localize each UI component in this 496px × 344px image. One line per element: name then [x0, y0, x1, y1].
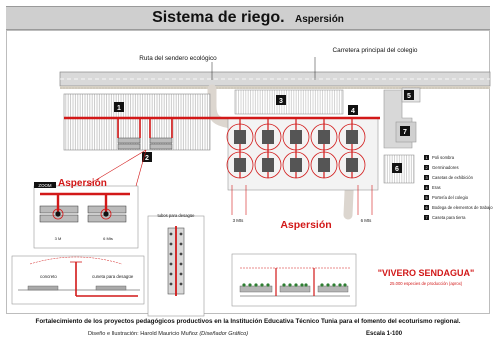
legend-item-text: Eras [432, 185, 441, 190]
page-title: Sistema de riego. [152, 9, 285, 26]
section-detail: concreto cuneta para desagüe [11, 255, 145, 305]
sprinkler-dimensions: 3 Mts 6 Mts [231, 185, 373, 223]
title-bar: Sistema de riego. Aspersión [6, 6, 490, 30]
legend-num: 5 [425, 196, 427, 200]
zone-marker-2: 2 [145, 155, 149, 162]
dimension-3m-a: 3 M [55, 236, 62, 241]
drain-tube-detail: tubos para desagüe [147, 213, 205, 317]
zone-marker-7: 7 [403, 129, 407, 136]
zone-marker-1: 1 [117, 105, 121, 112]
aspersion-label-main: Aspersión [280, 219, 331, 231]
zone-marker-3: 3 [279, 98, 283, 105]
dimension-6m-a: 6 Mts [103, 236, 113, 241]
legend-item-text: Poli sombra [432, 155, 455, 160]
zone-markers: 1 2 3 4 5 6 7 [114, 90, 414, 173]
sprinkler-ring [226, 123, 254, 151]
zoom-detail: ZOOM 3 M 6 Mts [33, 149, 147, 249]
footer-project: Fortalecimiento de los proyectos pedagóg… [35, 318, 461, 325]
sprinkler-ring [254, 151, 282, 179]
footer-scale: Escala 1-100 [366, 331, 403, 337]
sprinkler-ring [226, 151, 254, 179]
zoom-tag: ZOOM [38, 183, 52, 188]
drawing-frame [6, 30, 490, 314]
vivero-title: "VIVERO SENDAGUA" [378, 268, 475, 278]
legend-num: 1 [425, 156, 427, 160]
main-pipe [64, 116, 380, 138]
aspersion-label-zoom: Aspersión [58, 178, 107, 189]
exhibition-booths [234, 89, 344, 115]
dimension-6m-b: 6 Mts [361, 218, 373, 223]
sprinkler-ring [282, 151, 310, 179]
main-road [59, 71, 491, 89]
legend: 1 Poli sombra 2 Germinadores 3 Casetas d… [424, 155, 493, 220]
zone-marker-6: 6 [395, 166, 399, 173]
sprinkler-ring [282, 123, 310, 151]
footer-credits: Diseño e Ilustración: Harold Mauricio Mu… [88, 331, 248, 337]
footer-design-role: (Diseñador Gráfico) [199, 331, 249, 337]
legend-item-text: Casetas de exhibición [432, 175, 474, 180]
legend-num: 6 [425, 206, 427, 210]
legend-num: 7 [425, 216, 427, 220]
beds-plants-detail [231, 253, 357, 307]
legend-num: 3 [425, 176, 427, 180]
road-trail-label: Ruta del sendero ecológico [139, 55, 217, 62]
sprinkler-ring [338, 151, 366, 179]
sprinkler-ring [310, 151, 338, 179]
legend-item-text: Caseta para tierra [432, 215, 466, 220]
sprinkler-ring [338, 123, 366, 151]
legend-item-text: Bodega de elementos de trabajo [432, 205, 493, 210]
legend-item-text: Portería del colegio [432, 195, 469, 200]
germinators [117, 137, 173, 150]
legend-item-text: Germinadores [432, 165, 459, 170]
concrete-label: concreto [40, 274, 57, 279]
legend-num: 2 [425, 166, 427, 170]
zone-marker-4: 4 [351, 108, 355, 115]
footer-design-label: Diseño e Ilustración: Harold Mauricio Mu… [88, 331, 198, 337]
vivero-subtitle: 25.000 especies de producción (aprox) [390, 281, 463, 286]
zone-marker-5: 5 [407, 93, 411, 100]
sprinkler-ring [254, 123, 282, 151]
road-main-label: Carretera principal del colegio [333, 47, 418, 54]
sprinkler-ring [310, 123, 338, 151]
dimension-3m-b: 3 Mts [233, 218, 245, 223]
drain-tube-label: tubos para desagüe [157, 213, 195, 218]
sprinkler-grid [226, 118, 366, 179]
page-subtitle: Aspersión [295, 14, 344, 25]
legend-num: 4 [425, 186, 427, 190]
drain-ditch-label: cuneta para desagüe [92, 274, 134, 279]
